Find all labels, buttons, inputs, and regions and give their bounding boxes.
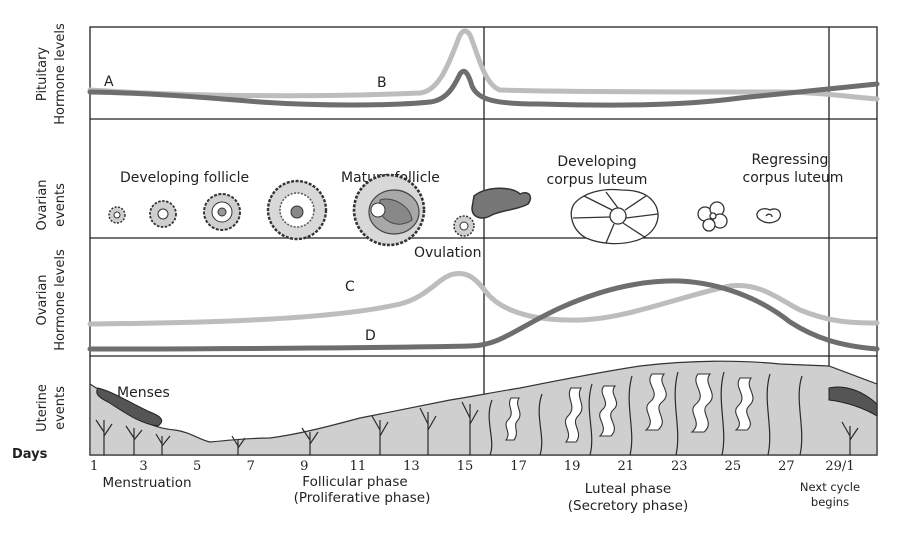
day-tick-label: 11 bbox=[350, 459, 367, 474]
day-tick-label: 19 bbox=[564, 459, 581, 474]
curve-d-ovarian-dark bbox=[87, 278, 880, 352]
phase-menstruation: Menstruation bbox=[102, 475, 191, 491]
follicle-stage-1 bbox=[108, 206, 126, 224]
day-tick-label: 1 bbox=[90, 459, 98, 474]
phase-luteal-line2: (Secretory phase) bbox=[568, 498, 689, 514]
label-ovulation: Ovulation bbox=[414, 245, 481, 261]
uterine-glands bbox=[504, 373, 754, 443]
mature-follicle bbox=[352, 173, 426, 247]
day-tick-label: 3 bbox=[139, 459, 147, 474]
endometrium bbox=[89, 360, 878, 456]
svg-text:Hormone levels: Hormone levels bbox=[53, 23, 68, 125]
follicle-stage-4 bbox=[266, 179, 328, 241]
label-menses: Menses bbox=[117, 385, 170, 401]
ruptured-follicle bbox=[453, 187, 532, 237]
day-tick-label: 23 bbox=[671, 459, 688, 474]
row-label-ovarian-events: Ovarian events bbox=[35, 179, 68, 230]
label-regressing-cl-line2: corpus luteum bbox=[743, 170, 844, 186]
phase-luteal-line1: Luteal phase bbox=[585, 481, 672, 497]
day-tick-label: 13 bbox=[403, 459, 420, 474]
svg-text:events: events bbox=[53, 183, 68, 227]
curve-label-a: A bbox=[104, 74, 114, 90]
row-label-uterine: Uterine events bbox=[35, 384, 68, 432]
follicle-stage-2 bbox=[149, 200, 177, 228]
curve-c-ovarian-light bbox=[87, 271, 880, 327]
svg-text:Ovarian: Ovarian bbox=[35, 274, 50, 325]
row-label-pituitary: Pituitary Hormone levels bbox=[35, 23, 68, 125]
phase-next-line1: Next cycle bbox=[800, 480, 860, 494]
day-tick-label: 5 bbox=[193, 459, 201, 474]
phase-follicular-line1: Follicular phase bbox=[302, 474, 407, 490]
curve-label-c: C bbox=[345, 279, 355, 295]
day-tick-label: 15 bbox=[457, 459, 474, 474]
svg-text:Pituitary: Pituitary bbox=[35, 47, 50, 102]
day-tick-label: 25 bbox=[725, 459, 742, 474]
menses-flow bbox=[96, 387, 163, 427]
curve-b-pituitary-light bbox=[87, 28, 880, 102]
day-tick-label: 27 bbox=[778, 459, 795, 474]
uterine-vessels bbox=[95, 371, 859, 456]
regressing-corpus-luteum-1 bbox=[697, 201, 728, 232]
day-tick-label: 21 bbox=[617, 459, 634, 474]
day-tick-label: 29/1 bbox=[825, 459, 854, 474]
phase-next-line2: begins bbox=[811, 495, 849, 509]
label-regressing-cl-line1: Regressing bbox=[752, 152, 829, 168]
regressing-corpus-luteum-2 bbox=[756, 208, 782, 224]
day-tick-label: 9 bbox=[300, 459, 308, 474]
follicle-stage-3 bbox=[203, 193, 241, 231]
svg-text:Hormone levels: Hormone levels bbox=[53, 249, 68, 351]
label-developing-follicle: Developing follicle bbox=[120, 170, 249, 186]
svg-text:events: events bbox=[53, 386, 68, 430]
days-label: Days bbox=[12, 447, 48, 462]
svg-text:Uterine: Uterine bbox=[35, 384, 50, 432]
curve-label-d: D bbox=[365, 328, 376, 344]
label-developing-cl-line1: Developing bbox=[557, 154, 636, 170]
next-cycle-menses bbox=[828, 386, 878, 417]
label-developing-cl-line2: corpus luteum bbox=[547, 172, 648, 188]
phase-follicular-line2: (Proliferative phase) bbox=[294, 490, 431, 506]
svg-text:Ovarian: Ovarian bbox=[35, 179, 50, 230]
day-tick-label: 7 bbox=[247, 459, 255, 474]
curve-a-pituitary-dark bbox=[87, 68, 880, 108]
row-label-ovarian-hormones: Ovarian Hormone levels bbox=[35, 249, 68, 351]
developing-corpus-luteum bbox=[570, 188, 659, 245]
day-tick-label: 17 bbox=[510, 459, 527, 474]
curve-label-b: B bbox=[377, 75, 387, 91]
